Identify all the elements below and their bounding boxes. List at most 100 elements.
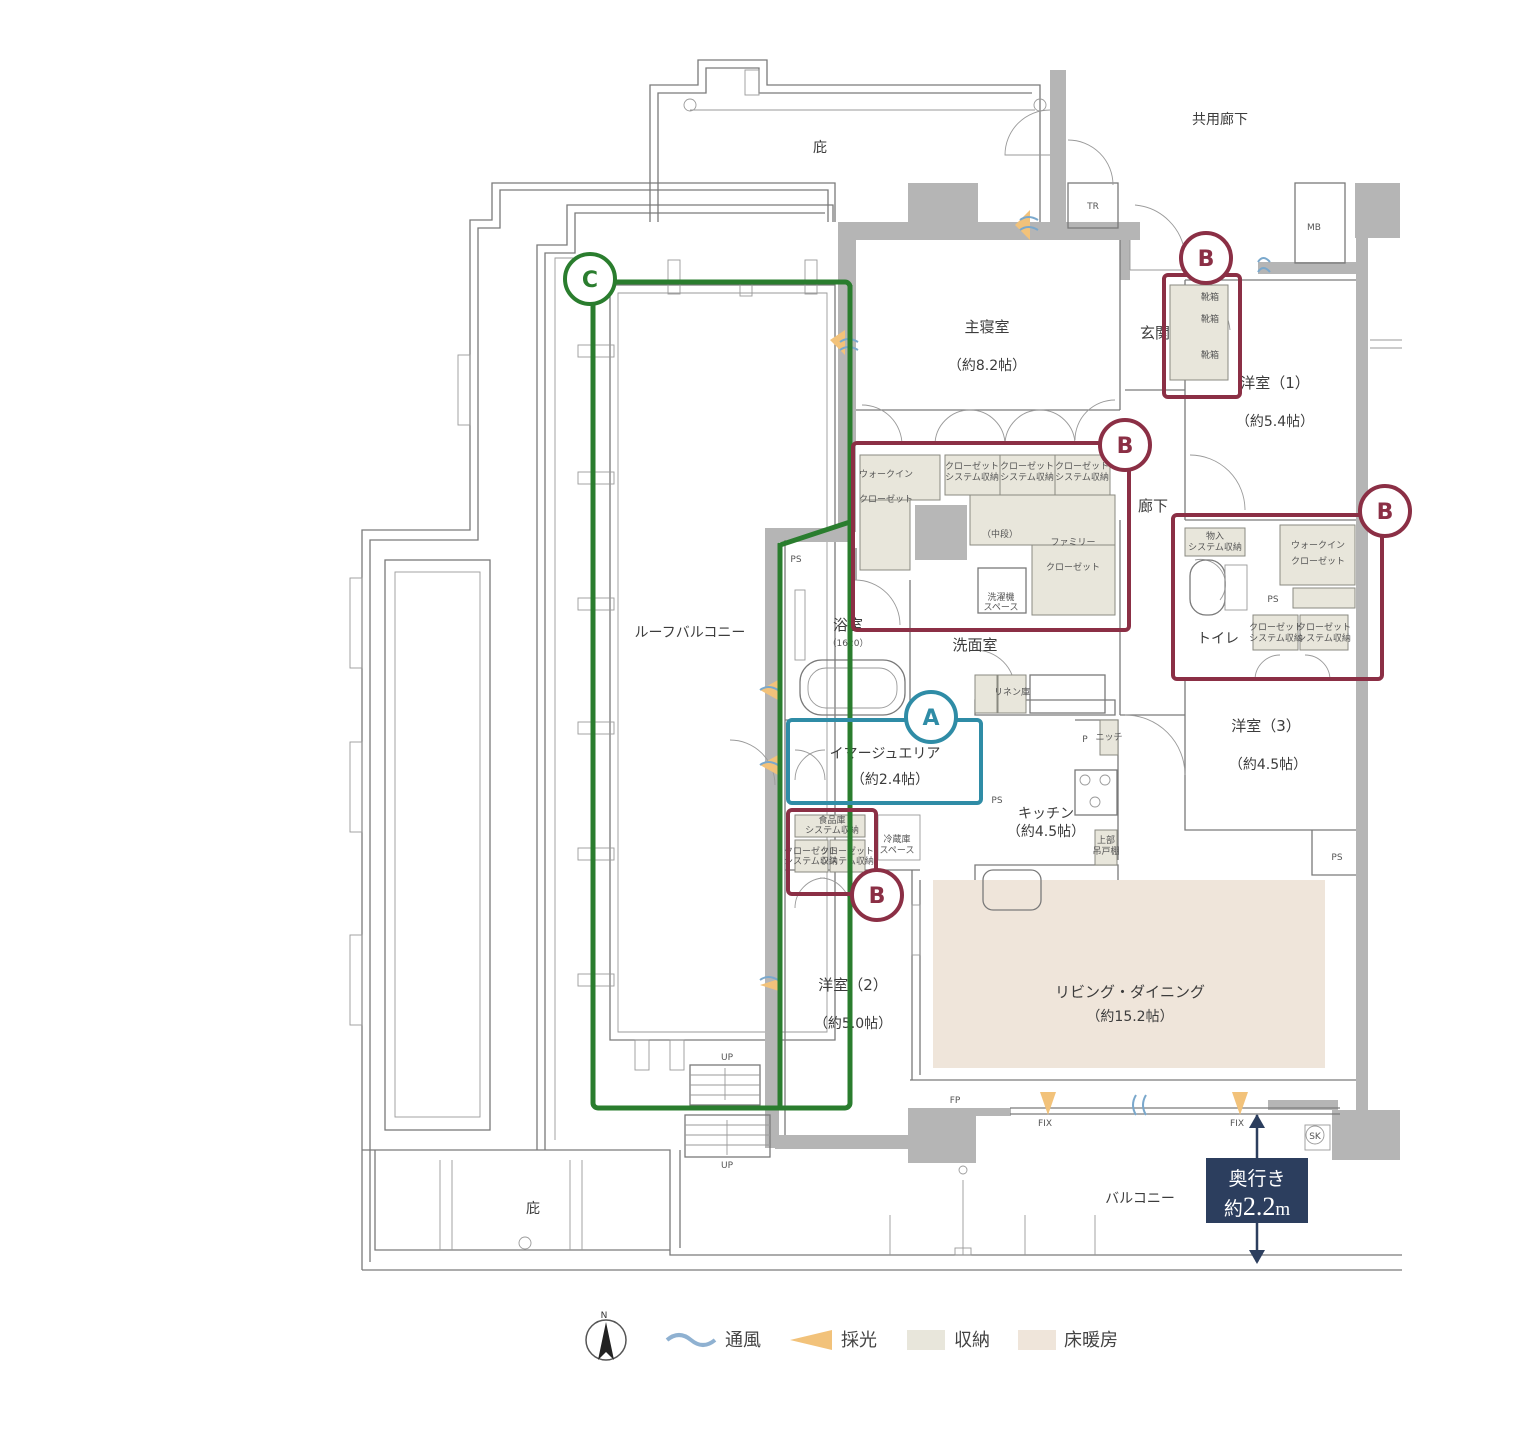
western1-size: （約5.4帖） <box>1236 414 1314 430</box>
closet-sys-4b: システム収納 <box>784 855 838 867</box>
shoe-box-2: 靴箱 <box>1201 313 1219 325</box>
badge-c: C <box>563 252 617 306</box>
balcony-label: バルコニー <box>1105 1191 1175 1207</box>
north-arrow-icon: N <box>585 1311 627 1361</box>
mb-label: MB <box>1307 223 1321 233</box>
linen-label: リネン庫 <box>994 686 1030 698</box>
western1-label: 洋室（1） <box>1240 374 1310 392</box>
kitchen-label: キッチン <box>1018 806 1074 822</box>
ps-label-3: PS <box>1267 595 1278 605</box>
badge-b-walkin: B <box>1098 418 1152 472</box>
walkin2-label-b: クローゼット <box>1291 555 1345 567</box>
area-b-frame-walkin <box>851 441 1131 632</box>
ventilation-icon <box>665 1333 717 1347</box>
western2-label: 洋室（2） <box>818 976 888 994</box>
pantry-label-b: システム収納 <box>805 824 859 836</box>
floor-heating-swatch <box>1018 1330 1056 1350</box>
svg-text:A: A <box>922 706 939 731</box>
hisashi-bottom-label: 庇 <box>526 1201 540 1217</box>
closet-sys-2b: システム収納 <box>1000 471 1054 483</box>
washer-label-b: スペース <box>984 603 1019 613</box>
area-c-frame-join <box>777 285 853 1108</box>
svg-text:約2.2m: 約2.2m <box>1224 1192 1291 1221</box>
living-size: （約15.2帖） <box>1086 1009 1173 1025</box>
up-label-1: UP <box>721 1053 734 1063</box>
monoire-label: 物入 <box>1206 530 1224 542</box>
fridge-label-b: スペース <box>880 846 915 856</box>
closet-sys-4: クローゼット <box>784 845 838 857</box>
depth-indicator: 奥行き 約2.2m <box>1206 1114 1308 1264</box>
washer-label: 洗濯機 <box>987 591 1014 603</box>
upper-cabinet-label: 上部 <box>1097 834 1115 846</box>
badge-b-shoes: B <box>1179 231 1233 285</box>
daylight-icon <box>790 1330 832 1350</box>
storage-swatch <box>907 1330 945 1350</box>
pantry-label: 食品庫 <box>818 814 845 826</box>
niche-label: ニッチ <box>1095 732 1122 743</box>
p-label: P <box>1082 735 1088 745</box>
fix-label-2: FIX <box>1230 1119 1244 1129</box>
up-label-2: UP <box>721 1161 734 1171</box>
storage-blocks <box>794 284 1356 873</box>
toilet-label: トイレ <box>1197 631 1239 647</box>
partitions <box>784 182 1402 1135</box>
area-a-frame <box>786 718 983 805</box>
badge-b-pantry: B <box>850 868 904 922</box>
closet-sys-6: クローゼット <box>1249 621 1303 633</box>
walkin1-label: ウォークイン <box>859 469 913 480</box>
shoe-box-1: 靴箱 <box>1201 291 1219 303</box>
badge-b-western: B <box>1358 484 1412 538</box>
svg-text:B: B <box>1377 500 1394 525</box>
western3-size: （約4.5帖） <box>1229 757 1307 773</box>
fp-label: FP <box>950 1096 961 1106</box>
hallway-label: 廊下 <box>1138 497 1168 515</box>
sk-label: SK <box>1309 1132 1322 1142</box>
closet-sys-5: クローゼット <box>820 845 874 857</box>
shoe-box-3: 靴箱 <box>1201 349 1219 361</box>
master-bedroom-size: （約8.2帖） <box>948 358 1026 374</box>
svg-text:B: B <box>869 884 886 909</box>
depth-title: 奥行き <box>1228 1168 1285 1190</box>
balcony-posts-bottom <box>889 1165 1096 1256</box>
monoire-label-b: システム収納 <box>1188 541 1242 553</box>
ps-label-4: PS <box>1331 853 1342 863</box>
legend-floor-heating: 床暖房 <box>1064 1330 1118 1351</box>
closet-sys-1b: システム収納 <box>945 471 999 483</box>
depth-value: 2.2 <box>1243 1192 1276 1221</box>
closet-sys-6b: システム収納 <box>1249 632 1303 644</box>
legend: N 通風 採光 収納 床暖房 <box>585 1311 1118 1361</box>
chudan-label: （中段） <box>982 528 1018 540</box>
living-label: リビング・ダイニング <box>1055 983 1205 1001</box>
closet-sys-1: クローゼット <box>945 460 999 472</box>
floor-heating-area <box>933 880 1325 1068</box>
tr-label: TR <box>1086 202 1099 212</box>
roof-balcony-label: ルーフバルコニー <box>635 625 746 641</box>
badge-a: A <box>904 690 958 744</box>
closet-sys-7: クローゼット <box>1297 621 1351 633</box>
ps-label-1: PS <box>790 555 801 565</box>
legend-daylight: 採光 <box>841 1330 877 1351</box>
hisashi-top-label: 庇 <box>813 140 827 156</box>
svg-text:N: N <box>601 1311 608 1321</box>
fix-label-1: FIX <box>1038 1119 1052 1129</box>
ps-label-2: PS <box>991 796 1002 806</box>
closet-sys-5b: システム収納 <box>820 855 874 867</box>
closet-sys-2: クローゼット <box>1000 460 1054 472</box>
depth-unit: m <box>1275 1199 1290 1220</box>
common-corridor-label: 共用廊下 <box>1192 111 1248 128</box>
family-closet-label-b: クローゼット <box>1046 561 1100 573</box>
area-b-frame-western1 <box>1171 513 1384 681</box>
vent-daylight-markers <box>759 210 1271 1116</box>
svg-text:B: B <box>1198 247 1215 272</box>
svg-text:B: B <box>1117 434 1134 459</box>
depth-prefix: 約 <box>1224 1198 1243 1220</box>
legend-ventilation: 通風 <box>725 1330 761 1351</box>
closet-sys-3: クローゼット <box>1055 460 1109 472</box>
family-closet-label: ファミリー <box>1050 538 1095 548</box>
area-b-frame-pantry <box>786 808 878 896</box>
master-bedroom-label: 主寝室 <box>964 318 1009 336</box>
outer-outline <box>349 59 1402 1271</box>
image-area-label: イマージュエリア <box>830 746 941 762</box>
area-c-frame <box>590 279 853 1111</box>
western2-size: （約5.0帖） <box>814 1016 892 1032</box>
